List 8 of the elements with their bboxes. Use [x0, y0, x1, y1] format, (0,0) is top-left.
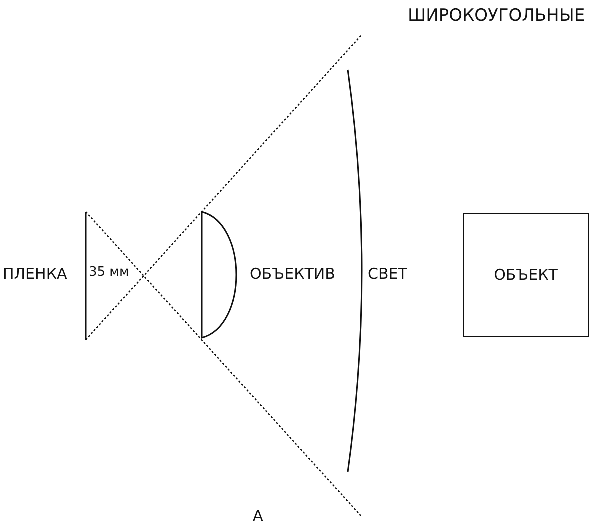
label: СВЕТ	[368, 265, 408, 283]
object-box	[463, 213, 589, 337]
label: ОБЪЕКТИВ	[250, 265, 336, 283]
dimension-label: 35 мм	[89, 265, 130, 280]
object-label: ОБЪЕКТ	[494, 266, 558, 284]
label: А	[253, 507, 264, 525]
label: ПЛЕНКА	[3, 265, 68, 283]
title: ШИРОКОУГОЛЬНЫЕ	[408, 6, 586, 26]
